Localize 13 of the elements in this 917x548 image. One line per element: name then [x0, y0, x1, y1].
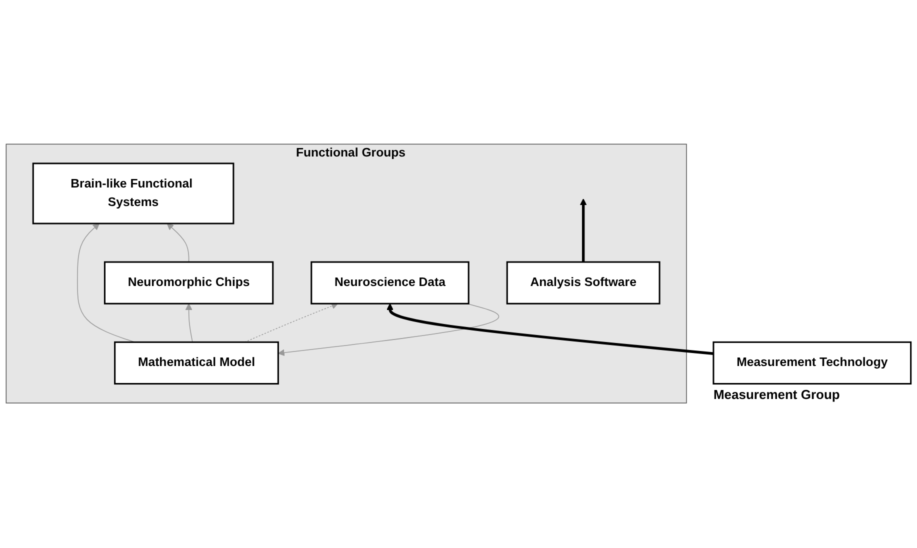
- arrow: [166, 224, 190, 263]
- arrow: [77, 224, 136, 343]
- arrow: [278, 304, 500, 356]
- node-box: Analysis Software: [506, 262, 660, 305]
- arrow: [386, 304, 714, 356]
- node-box: Neuroscience Data: [310, 262, 470, 305]
- node-box: Brain-like Functional Systems: [32, 163, 234, 225]
- node-box: Mathematical Model: [114, 342, 279, 385]
- arrow: [185, 304, 193, 343]
- node-box: Neuromorphic Chips: [104, 262, 274, 305]
- node-box: Measurement Technology: [712, 342, 912, 385]
- arrow: [580, 198, 587, 262]
- node-caption: Measurement Group: [713, 387, 840, 402]
